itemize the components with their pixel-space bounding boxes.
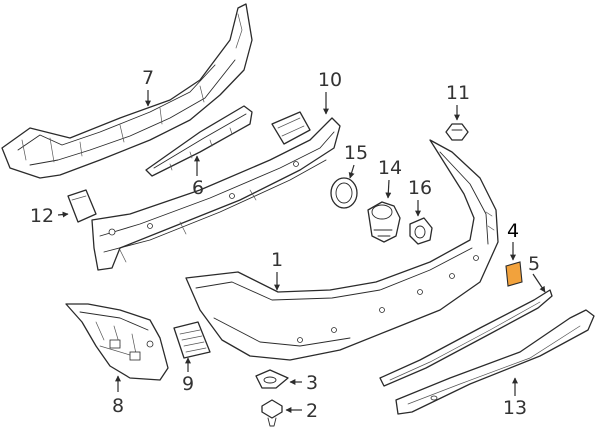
part-1-bumper-cover[interactable] xyxy=(185,139,499,361)
callout-12: 12 xyxy=(30,205,54,227)
callout-16: 16 xyxy=(408,177,432,199)
part-9-cover-plate[interactable] xyxy=(173,321,211,359)
part-4-highlighted-clip[interactable] xyxy=(505,261,523,287)
part-7-bumper-support[interactable] xyxy=(1,3,253,179)
leader-lines xyxy=(57,90,546,413)
part-2-screw[interactable] xyxy=(261,399,283,427)
callout-2: 2 xyxy=(306,400,318,422)
callout-8: 8 xyxy=(112,395,124,417)
callout-1: 1 xyxy=(271,249,283,271)
part-8-side-bracket[interactable] xyxy=(65,303,169,381)
leader-15 xyxy=(348,164,355,179)
part-14-sensor-holder[interactable] xyxy=(367,201,401,243)
callout-3: 3 xyxy=(306,372,318,394)
callout-10: 10 xyxy=(318,69,342,91)
part-10-carrier-beam[interactable] xyxy=(91,111,341,271)
leader-14 xyxy=(385,179,392,199)
leader-12 xyxy=(57,211,69,218)
part-13-lower-trim[interactable] xyxy=(395,309,595,415)
part-16-parking-sensor[interactable] xyxy=(409,217,433,245)
callout-15: 15 xyxy=(344,142,368,164)
callout-labels: 7 10 11 6 15 14 16 12 1 4 5 8 9 3 2 13 xyxy=(30,67,540,422)
part-5-trim-strip[interactable] xyxy=(379,289,553,387)
leader-5 xyxy=(532,273,546,293)
part-12-bracket-plate[interactable] xyxy=(67,189,97,223)
callout-13: 13 xyxy=(503,397,527,419)
callout-6: 6 xyxy=(192,177,204,199)
callout-5: 5 xyxy=(528,253,540,275)
part-6-absorber-strip[interactable] xyxy=(145,105,253,177)
callout-4: 4 xyxy=(507,220,519,242)
callout-14: 14 xyxy=(378,157,402,179)
part-15-grommet[interactable] xyxy=(330,177,358,209)
callout-9: 9 xyxy=(182,373,194,395)
callout-7: 7 xyxy=(142,67,154,89)
part-11-nut[interactable] xyxy=(445,123,469,141)
part-3-clip-nut[interactable] xyxy=(255,369,289,389)
callout-11: 11 xyxy=(446,82,470,104)
